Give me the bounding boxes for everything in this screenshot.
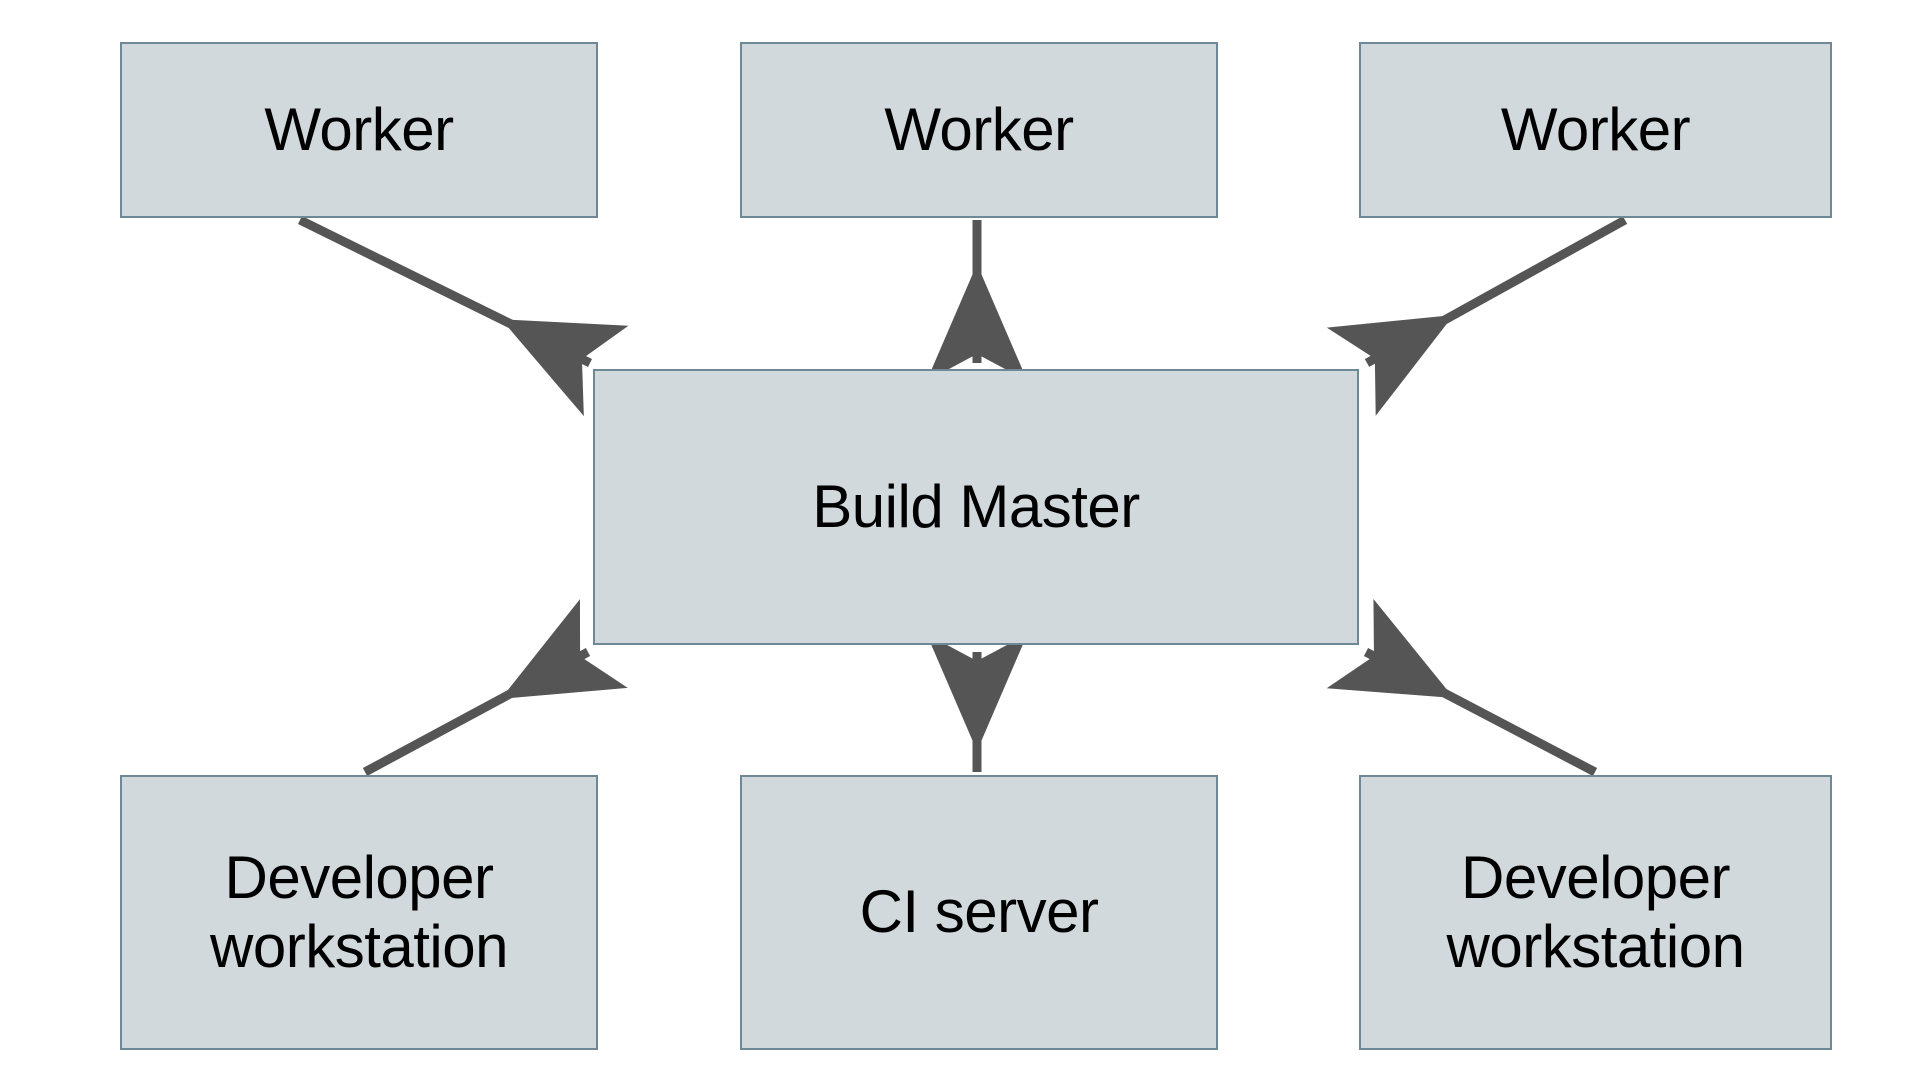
edge-dev-left-to-build-master [362, 599, 628, 776]
node-worker-2[interactable]: Worker [740, 42, 1218, 218]
node-build-master-label: Build Master [812, 472, 1140, 540]
node-build-master[interactable]: Build Master [593, 369, 1359, 645]
node-ci-server-label: CI server [859, 878, 1099, 946]
node-dev-right[interactable]: Developer workstation [1359, 775, 1832, 1050]
node-dev-left[interactable]: Developer workstation [120, 775, 598, 1050]
node-dev-right-label: Developer workstation [1446, 844, 1745, 980]
node-worker-3-label: Worker [1500, 95, 1691, 163]
node-dev-left-label: Developer workstation [210, 844, 508, 980]
node-worker-1-label: Worker [264, 95, 454, 163]
edge-worker-3-to-build-master [1326, 216, 1628, 416]
node-worker-2-label: Worker [884, 95, 1074, 163]
node-worker-1[interactable]: Worker [120, 42, 598, 218]
node-worker-3[interactable]: Worker [1359, 42, 1832, 218]
edge-worker-1-to-build-master [298, 215, 629, 417]
edge-dev-right-to-build-master [1326, 599, 1598, 776]
node-ci-server[interactable]: CI server [740, 775, 1218, 1050]
